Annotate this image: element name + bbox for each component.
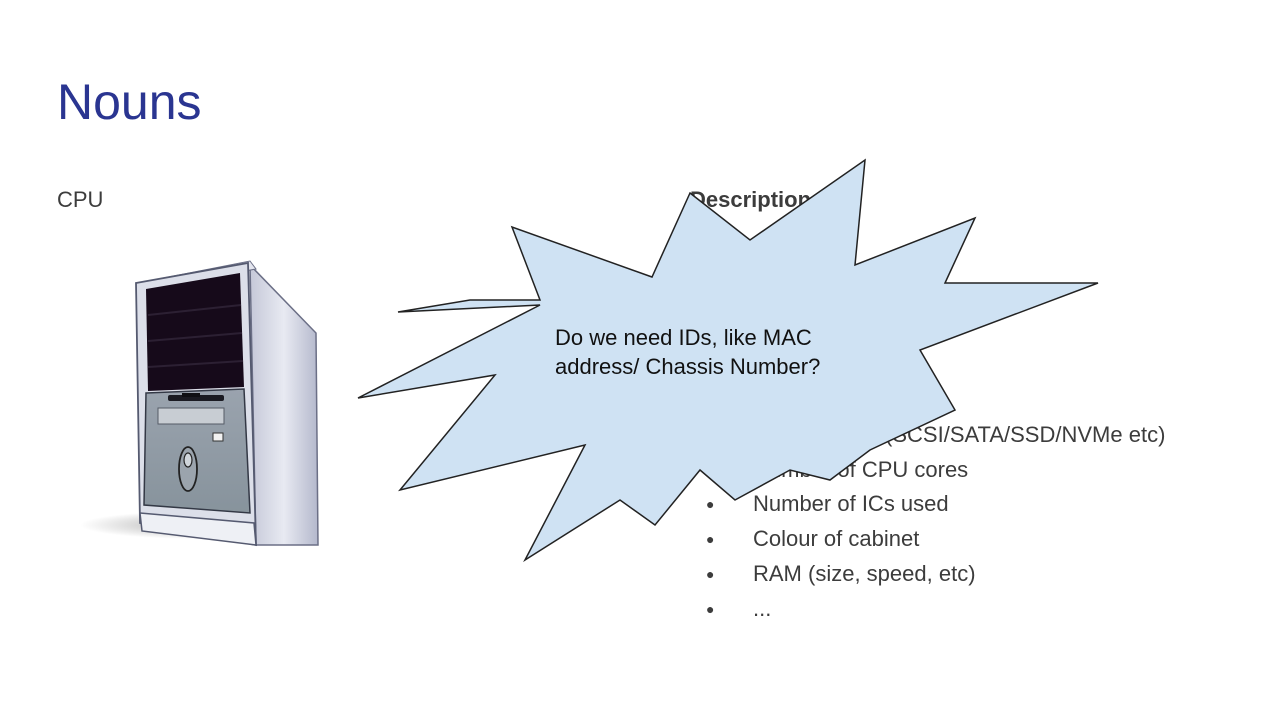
list-item: Number of ICs used: [706, 487, 1165, 522]
callout-text: Do we need IDs, like MAC address/ Chassi…: [555, 325, 821, 379]
list-item: ...: [706, 592, 1165, 627]
list-item: RAM (size, speed, etc): [706, 557, 1165, 592]
slide-subtitle: CPU: [57, 187, 104, 212]
desktop-tower-icon: [80, 260, 320, 547]
list-item: Colour of cabinet: [706, 522, 1165, 557]
slide-title: Nouns: [57, 74, 202, 130]
description-heading: Description: [690, 187, 812, 212]
